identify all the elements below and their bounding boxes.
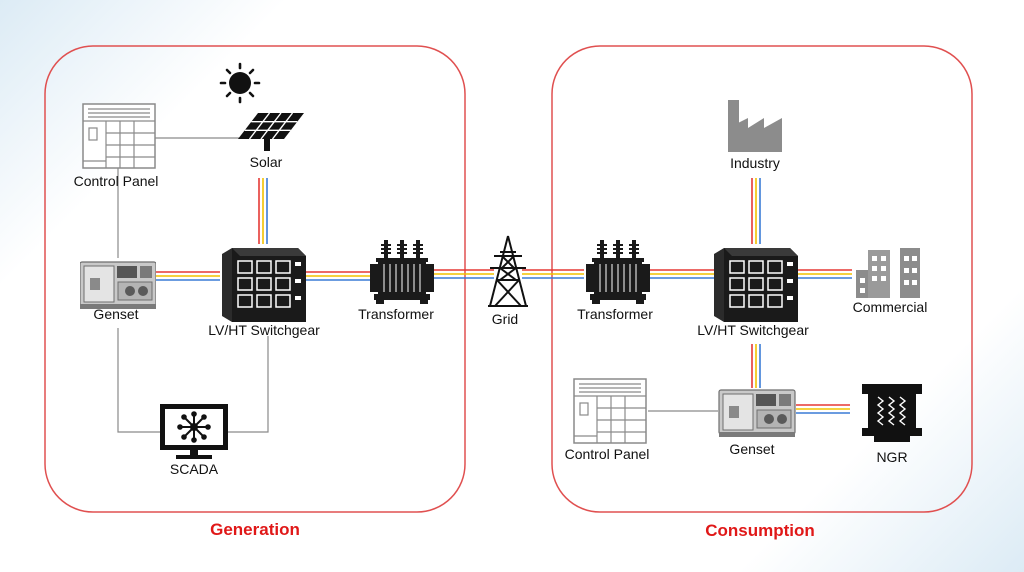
transformer-label: Transformer <box>577 306 653 322</box>
solar-panel-icon <box>238 112 304 151</box>
transformer-label: Transformer <box>358 306 434 322</box>
genset-icon <box>718 389 796 438</box>
switchgear-icon <box>222 247 306 322</box>
generation-frame <box>44 45 466 513</box>
scada-monitor-icon <box>160 404 228 459</box>
transformer-icon <box>370 239 434 304</box>
industry-label: Industry <box>730 155 780 171</box>
control-panel-icon <box>82 103 156 169</box>
consumption-frame <box>551 45 973 513</box>
genset-label: Genset <box>729 441 775 457</box>
control-panel-icon <box>573 378 647 444</box>
solar-label: Solar <box>249 154 283 170</box>
resistor-icon <box>862 384 922 442</box>
transformer-icon <box>586 239 650 304</box>
genset-label: Genset <box>93 306 139 322</box>
genset-icon <box>80 261 156 310</box>
switchgear-icon <box>714 247 798 322</box>
sun-icon <box>219 62 261 104</box>
transmission-tower-icon <box>488 235 528 307</box>
switchgear-label: LV/HT Switchgear <box>208 322 320 338</box>
buildings-icon <box>856 248 920 298</box>
control-panel-label: Control Panel <box>73 173 159 189</box>
consumption-title: Consumption <box>705 521 815 540</box>
power-cables <box>156 178 852 414</box>
grid-label: Grid <box>491 311 519 327</box>
factory-icon <box>728 100 782 152</box>
control-wires <box>117 137 718 433</box>
scada-label: SCADA <box>169 461 219 477</box>
switchgear-label: LV/HT Switchgear <box>697 322 809 338</box>
control-panel-label: Control Panel <box>564 446 650 462</box>
ngr-label: NGR <box>876 449 908 465</box>
commercial-label: Commercial <box>852 299 928 315</box>
generation-title: Generation <box>210 520 300 539</box>
